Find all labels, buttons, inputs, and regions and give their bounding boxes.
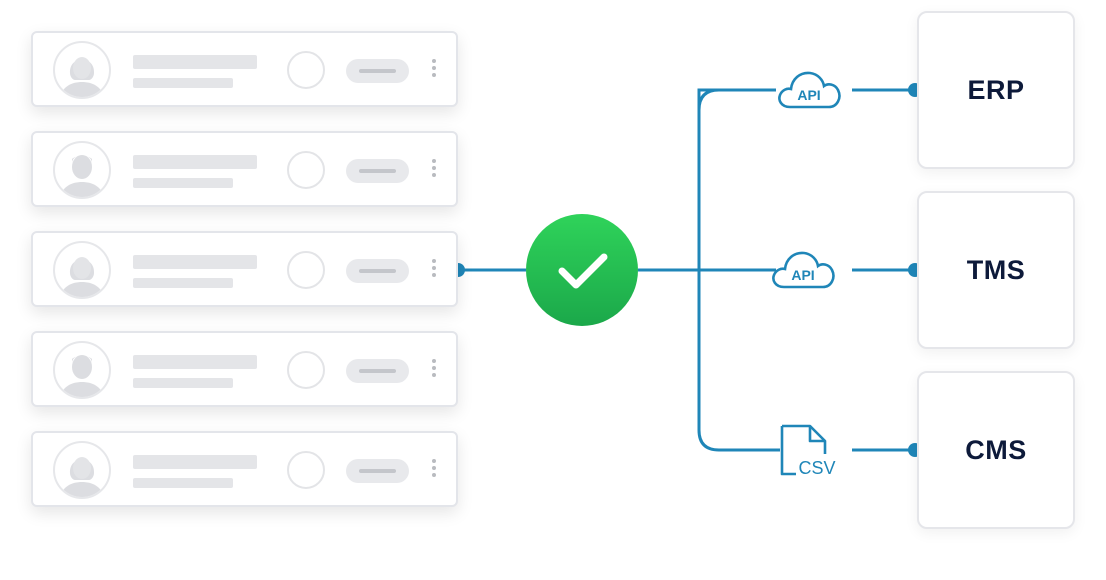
record-card: [31, 231, 458, 307]
tag-pill: [346, 259, 409, 283]
female-avatar-icon: [53, 241, 111, 299]
api-cloud-icon: API: [770, 246, 838, 290]
status-circle: [287, 51, 325, 89]
status-circle: [287, 251, 325, 289]
more-icon: [431, 359, 437, 383]
more-icon: [431, 459, 437, 483]
record-card: [31, 131, 458, 207]
tag-pill: [346, 59, 409, 83]
male-avatar-icon: [53, 141, 111, 199]
tag-pill: [346, 359, 409, 383]
record-card: [31, 31, 458, 107]
record-card: [31, 331, 458, 407]
api-label: API: [797, 87, 820, 103]
status-circle: [287, 151, 325, 189]
more-icon: [431, 59, 437, 83]
male-avatar-icon: [53, 341, 111, 399]
system-label: CMS: [965, 434, 1027, 465]
system-box-erp: ERP: [917, 11, 1075, 169]
record-card: [31, 431, 458, 507]
tag-pill: [346, 159, 409, 183]
more-icon: [431, 259, 437, 283]
tag-pill: [346, 459, 409, 483]
more-icon: [431, 159, 437, 183]
system-label: TMS: [966, 254, 1026, 285]
api-cloud-icon: API: [776, 66, 844, 110]
status-circle: [287, 351, 325, 389]
system-box-tms: TMS: [917, 191, 1075, 349]
system-box-cms: CMS: [917, 371, 1075, 529]
female-avatar-icon: [53, 441, 111, 499]
female-avatar-icon: [53, 41, 111, 99]
validation-check-icon: [526, 214, 638, 326]
status-circle: [287, 451, 325, 489]
system-label: ERP: [967, 74, 1025, 105]
api-label: API: [791, 267, 814, 283]
csv-label: CSV: [798, 458, 835, 478]
csv-file-icon: CSV: [780, 423, 840, 479]
